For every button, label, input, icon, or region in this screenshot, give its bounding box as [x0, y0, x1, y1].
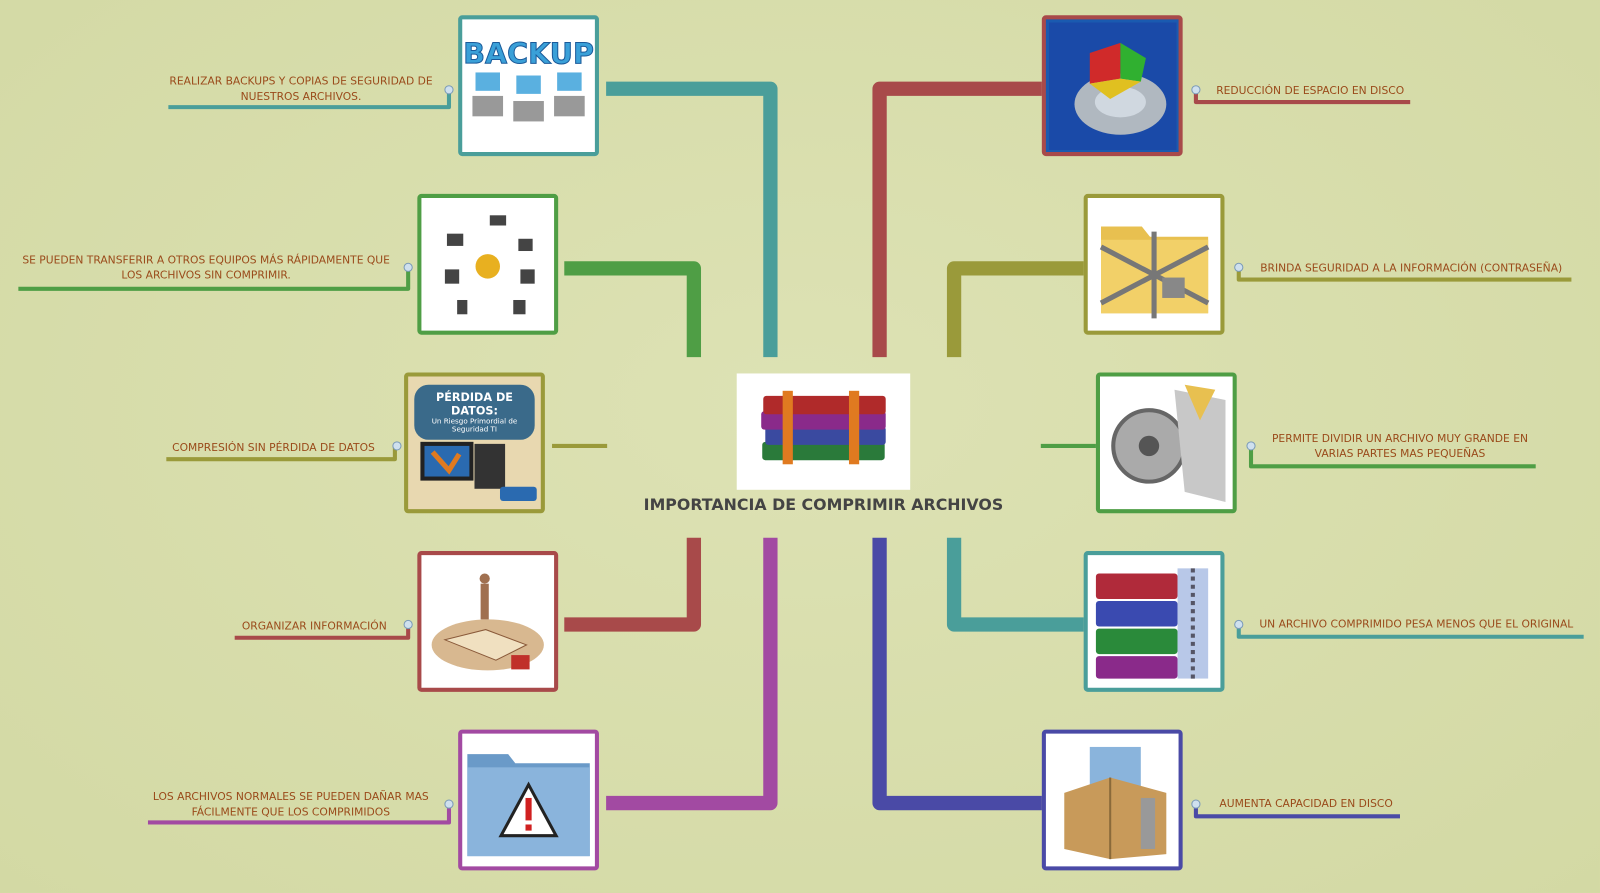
label-backups: REALIZAR BACKUPS Y COPIAS DE SEGURIDAD D… [169, 74, 432, 105]
label-weight: UN ARCHIVO COMPRIMIDO PESA MENOS QUE EL … [1259, 617, 1573, 632]
hard-disk-image [1041, 15, 1183, 157]
locked-folder-icon [1099, 226, 1209, 318]
label-line: REALIZAR BACKUPS Y COPIAS DE SEGURIDAD D… [169, 75, 433, 88]
data-loss-icon [420, 441, 537, 502]
label-line: BRINDA SEGURIDAD A LA INFORMACIÓN (CONTR… [1260, 262, 1563, 275]
bluetooth-devices-image [417, 193, 559, 335]
connector-transfer [564, 261, 702, 358]
label-line: REDUCCIÓN DE ESPACIO EN DISCO [1216, 84, 1405, 97]
connector-organize [564, 537, 702, 632]
hard-disk-icon [1048, 21, 1177, 150]
central-image-winrar-books [736, 373, 911, 490]
data-loss-image: PÉRDIDA DE DATOS: Un Riesgo Primordial d… [404, 372, 545, 514]
connector-damage [606, 537, 778, 811]
label-capacity: AUMENTA CAPACIDAD EN DISCO [1219, 797, 1392, 812]
zip-box-icon [1063, 746, 1166, 859]
label-line: LOS ARCHIVOS SIN COMPRIMIR. [121, 269, 291, 282]
map-title: IMPORTANCIA DE COMPRIMIR ARCHIVOS [643, 495, 1004, 515]
label-organize: ORGANIZAR INFORMACIÓN [242, 619, 387, 634]
label-line: LOS ARCHIVOS NORMALES SE PUEDEN DAÑAR MA… [152, 790, 429, 804]
label-line: AUMENTA CAPACIDAD EN DISCO [1219, 797, 1393, 811]
label-line: PERMITE DIVIDIR UN ARCHIVO MUY GRANDE EN [1271, 432, 1529, 445]
saw-split-icon [1110, 384, 1225, 502]
connector-space [872, 81, 1042, 358]
label-line: NUESTROS ARCHIVOS. [240, 90, 362, 104]
data-loss-subtitle: Un Riesgo Primordial de Seguridad TI [431, 417, 518, 434]
label-line: COMPRESIÓN SIN PÉRDIDA DE DATOS [172, 441, 375, 455]
winrar-image [1083, 551, 1225, 692]
compressed-books-icon [761, 390, 886, 465]
label-damage: LOS ARCHIVOS NORMALES SE PUEDEN DAÑAR MA… [153, 790, 429, 821]
organize-image [417, 551, 559, 692]
zip-box-image [1041, 729, 1183, 871]
label-security: BRINDA SEGURIDAD A LA INFORMACIÓN (CONTR… [1260, 261, 1562, 276]
data-loss-title: PÉRDIDA DE DATOS: [436, 390, 513, 418]
label-line: VARIAS PARTES MAS PEQUEÑAS [1314, 447, 1486, 461]
bluetooth-devices-icon [444, 215, 535, 315]
label-line: SE PUEDEN TRANSFERIR A OTROS EQUIPOS MÁS… [22, 254, 390, 267]
books-icon [431, 572, 544, 670]
label-space: REDUCCIÓN DE ESPACIO EN DISCO [1216, 84, 1404, 99]
label-line: FÁCILMENTE QUE LOS COMPRIMIDOS [191, 806, 391, 819]
locked-folder-image [1083, 193, 1225, 335]
connector-backup [606, 81, 778, 358]
split-file-image [1095, 372, 1237, 514]
backup-image: BACKUP [458, 15, 599, 157]
label-transfer: SE PUEDEN TRANSFERIR A OTROS EQUIPOS MÁS… [22, 253, 390, 284]
connector-weight [946, 537, 1084, 632]
backup-icon: BACKUP [463, 36, 595, 71]
damaged-folder-image [458, 729, 599, 871]
connector-security [946, 261, 1084, 358]
label-lossless: COMPRESIÓN SIN PÉRDIDA DE DATOS [172, 441, 375, 456]
label-split: PERMITE DIVIDIR UN ARCHIVO MUY GRANDE EN… [1272, 432, 1528, 463]
winrar-icon [1095, 567, 1208, 679]
label-line: ORGANIZAR INFORMACIÓN [241, 620, 387, 633]
connector-capacity [872, 537, 1042, 811]
label-line: UN ARCHIVO COMPRIMIDO PESA MENOS QUE EL … [1259, 618, 1574, 631]
folder-warning-icon [467, 754, 590, 857]
